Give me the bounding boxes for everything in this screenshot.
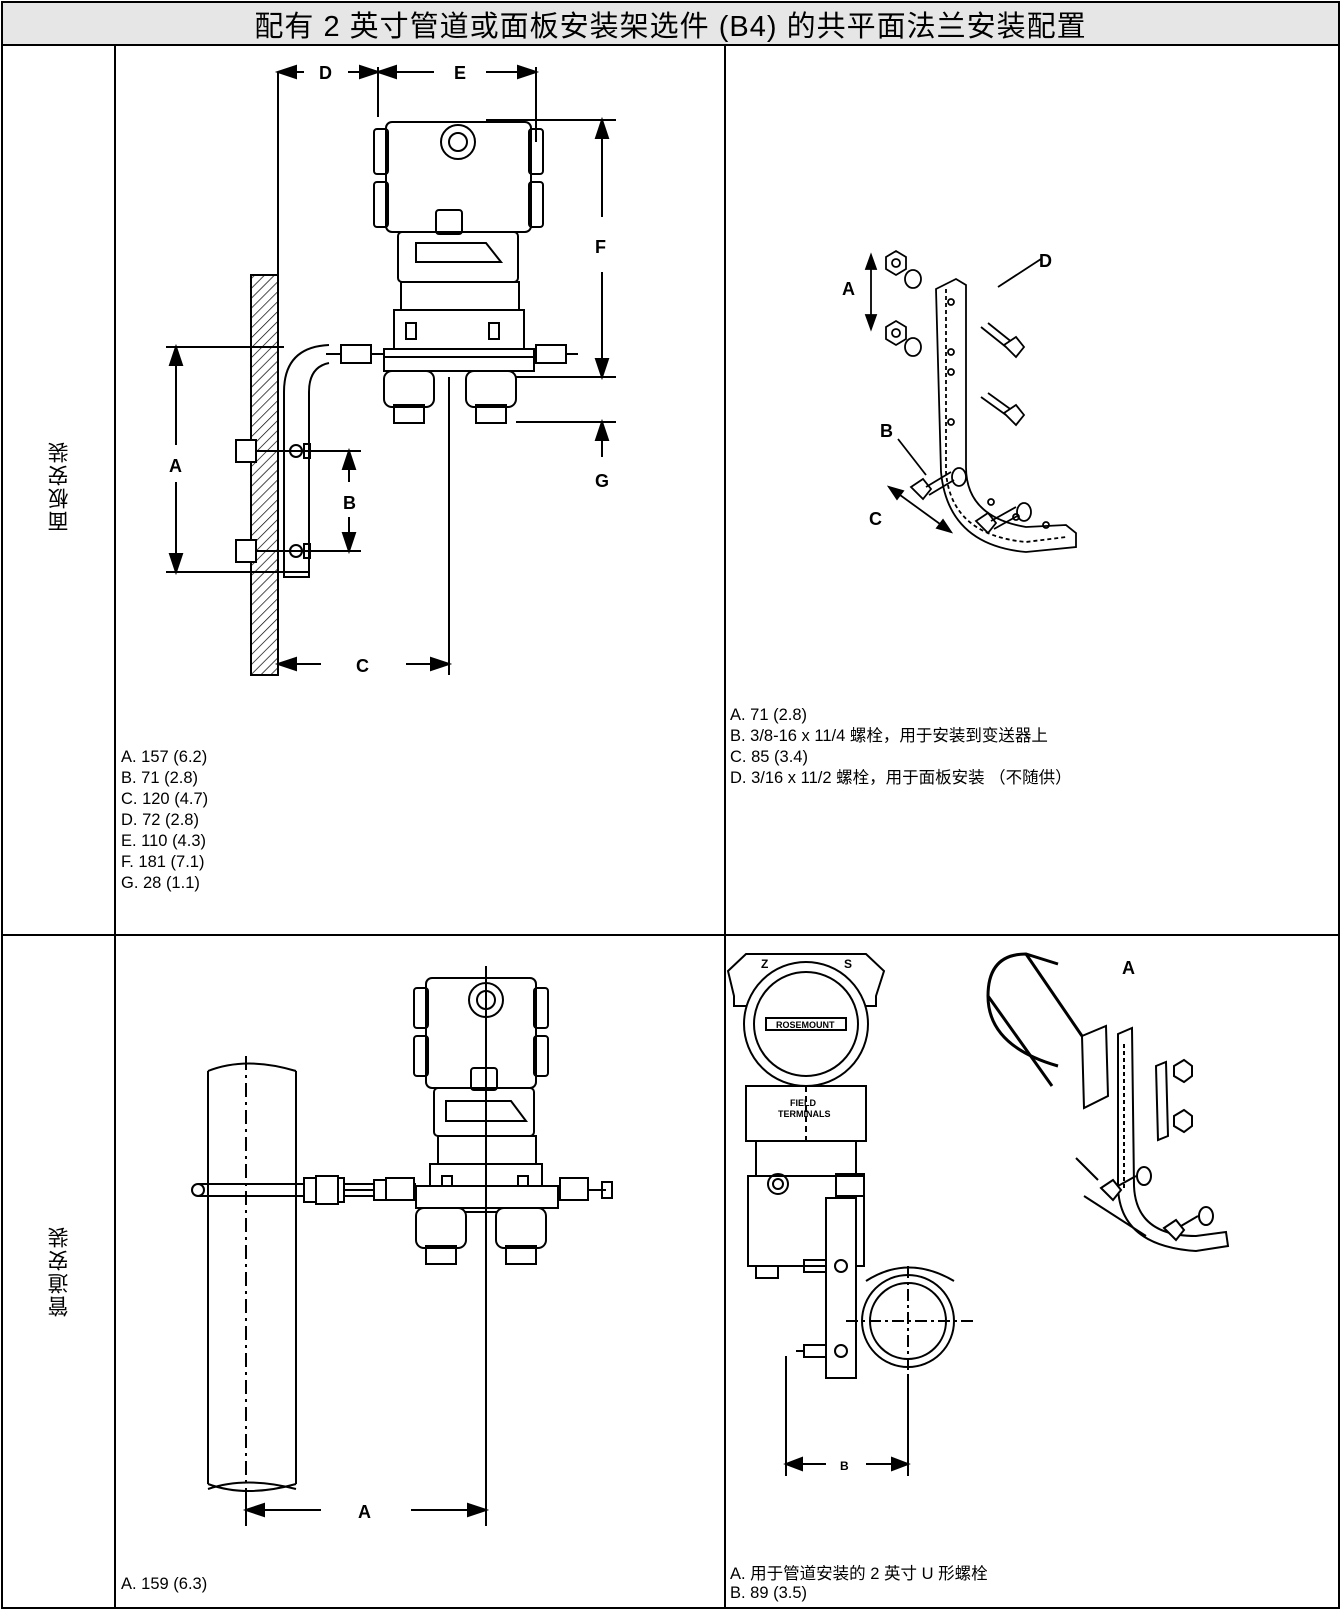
dim-label-d: D bbox=[1039, 251, 1052, 271]
pipe-side-legend: A. 用于管道安装的 2 英寸 U 形螺栓 B. 89 (3.5) bbox=[730, 1565, 988, 1603]
panel-bracket-kit-diagram: A B C D bbox=[842, 249, 1077, 553]
page-title: 配有 2 英寸管道或面板安装架选件 (B4) 的共平面法兰安装配置 bbox=[1, 1, 1340, 46]
row-label-panel: 面板安装 bbox=[48, 440, 71, 532]
housing-s-mark: S bbox=[844, 957, 852, 971]
pipe-front-legend: A. 159 (6.3) bbox=[121, 1574, 207, 1595]
dim-label-b: B bbox=[343, 493, 356, 513]
pipe-mount-side-diagram: ROSEMOUNT FIELD TERMINALS Z S A B bbox=[726, 952, 1230, 1476]
legend-item: B. 89 (3.5) bbox=[730, 1584, 808, 1602]
dim-label-b: B bbox=[880, 421, 893, 441]
legend-item: A. 157 (6.2) bbox=[121, 748, 208, 766]
housing-z-mark: Z bbox=[761, 957, 768, 971]
legend-item: A. 用于管道安装的 2 英寸 U 形螺栓 bbox=[730, 1565, 988, 1583]
panel-bracket-legend: A. 71 (2.8) B. 3/8-16 x 11/4 螺栓，用于安装到变送器… bbox=[730, 705, 1072, 789]
legend-item: B. 71 (2.8) bbox=[121, 769, 199, 787]
housing-field-text: FIELD bbox=[790, 1098, 816, 1108]
legend-item: C. 85 (3.4) bbox=[730, 748, 808, 766]
legend-item: G. 28 (1.1) bbox=[121, 874, 200, 892]
pipe-mount-front-diagram: A bbox=[191, 966, 613, 1526]
legend-item: E. 110 (4.3) bbox=[121, 832, 206, 850]
table-border-right bbox=[1338, 45, 1340, 1609]
panel-front-legend: A. 157 (6.2) B. 71 (2.8) C. 120 (4.7) D.… bbox=[121, 747, 208, 894]
legend-item: F. 181 (7.1) bbox=[121, 853, 205, 871]
panel-mount-front-diagram: D E F G A B C bbox=[166, 63, 616, 676]
dim-label-a: A bbox=[358, 1502, 371, 1522]
dim-label-e: E bbox=[454, 63, 466, 83]
dim-label-g: G bbox=[595, 471, 609, 491]
dim-label-c: C bbox=[356, 656, 369, 676]
legend-item: C. 120 (4.7) bbox=[121, 790, 209, 808]
table-border-left bbox=[1, 45, 3, 1609]
row-label-pipe: 管道安装 bbox=[48, 1225, 71, 1317]
column-divider bbox=[724, 45, 726, 1609]
housing-terminals-text: TERMINALS bbox=[778, 1109, 831, 1119]
table-border-bottom bbox=[1, 1607, 1340, 1609]
dim-label-c: C bbox=[869, 509, 882, 529]
legend-item: A. 159 (6.3) bbox=[121, 1575, 208, 1593]
housing-brand-text: ROSEMOUNT bbox=[776, 1020, 835, 1030]
dim-label-a: A bbox=[842, 279, 855, 299]
dim-label-d: D bbox=[319, 63, 332, 83]
dim-label-a: A bbox=[169, 456, 182, 476]
dim-label-f: F bbox=[595, 237, 606, 257]
legend-item: D. 3/16 x 11/2 螺栓，用于面板安装 （不随供） bbox=[730, 769, 1072, 787]
legend-item: D. 72 (2.8) bbox=[121, 811, 199, 829]
legend-item: A. 71 (2.8) bbox=[730, 706, 808, 724]
dim-label-a: A bbox=[1122, 958, 1135, 978]
row-divider bbox=[1, 934, 1340, 936]
dim-label-b: B bbox=[840, 1459, 849, 1473]
label-column-divider bbox=[114, 45, 116, 1609]
legend-item: B. 3/8-16 x 11/4 螺栓，用于安装到变送器上 bbox=[730, 727, 1048, 745]
